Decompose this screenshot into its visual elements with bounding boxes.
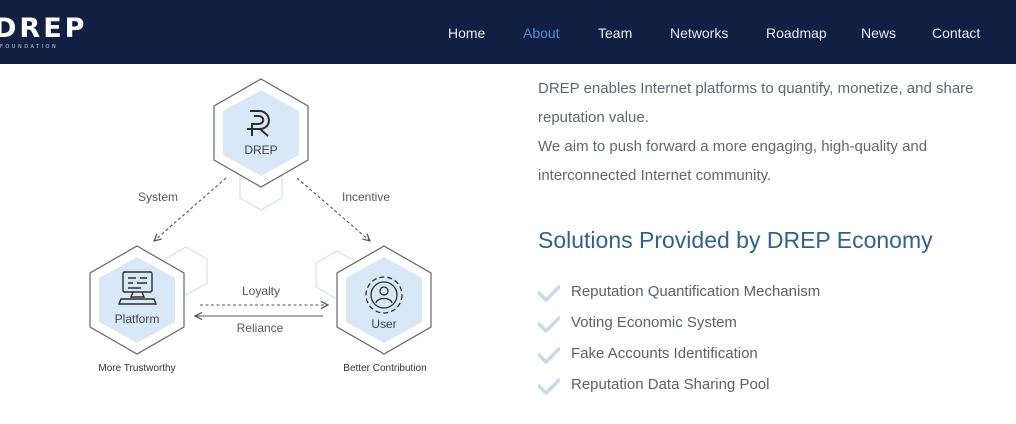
logo-wordmark: DREP: [0, 13, 88, 44]
better-contribution-caption: Better Contribution: [343, 363, 426, 374]
intro-paragraph: We aim to push forward a more engaging, …: [538, 138, 928, 184]
loyalty-label: Loyalty: [242, 284, 280, 298]
nav-link-team[interactable]: Team: [598, 25, 633, 41]
drep-node-label: DREP: [244, 143, 277, 157]
check-icon: [538, 347, 560, 364]
logo[interactable]: DREP FOUNDATION: [0, 13, 88, 51]
incentive-arrow: [296, 177, 370, 241]
list-item-label: Fake Accounts Identification: [571, 345, 758, 362]
logo-subtext: FOUNDATION: [0, 44, 59, 50]
user-node-label: User: [371, 317, 396, 331]
nav-link-news[interactable]: News: [861, 25, 897, 41]
nav-link-home[interactable]: Home: [448, 25, 486, 41]
platform-node-label: Platform: [115, 312, 160, 326]
list-item-label: Reputation Quantification Mechanism: [571, 283, 821, 300]
user-node: User: [336, 245, 432, 355]
solutions-title: Solutions Provided by DREP Economy: [538, 227, 933, 253]
check-icon: [538, 285, 560, 302]
incentive-label: Incentive: [342, 190, 390, 204]
user-network-icon: [365, 276, 403, 314]
decor-hexagon: [164, 246, 208, 296]
more-trustworthy-caption: More Trustworthy: [98, 363, 175, 374]
system-arrow: [154, 177, 227, 241]
drep-logo-icon: [247, 110, 270, 137]
reliance-label: Reliance: [237, 321, 284, 335]
intro-text: DREP enables Internet platforms to quant…: [538, 74, 998, 190]
nav-link-about[interactable]: About: [523, 25, 560, 41]
check-icon: [538, 378, 560, 395]
list-item-label: Voting Economic System: [571, 314, 737, 331]
list-item-label: Reputation Data Sharing Pool: [571, 376, 770, 393]
navbar: DREP FOUNDATION Home About Team Networks…: [0, 0, 1016, 64]
drep-node: DREP: [213, 78, 309, 188]
check-icon: [538, 316, 560, 333]
intro-paragraph: DREP enables Internet platforms to quant…: [538, 80, 974, 126]
computer-icon: [117, 271, 158, 305]
system-label: System: [138, 190, 178, 204]
nav-link-contact[interactable]: Contact: [932, 25, 981, 41]
economy-diagram: DREP Platform User System Incentive Loya…: [89, 78, 432, 374]
platform-node: Platform: [89, 245, 185, 355]
nav-link-roadmap[interactable]: Roadmap: [766, 25, 827, 41]
nav-link-networks[interactable]: Networks: [670, 25, 729, 41]
